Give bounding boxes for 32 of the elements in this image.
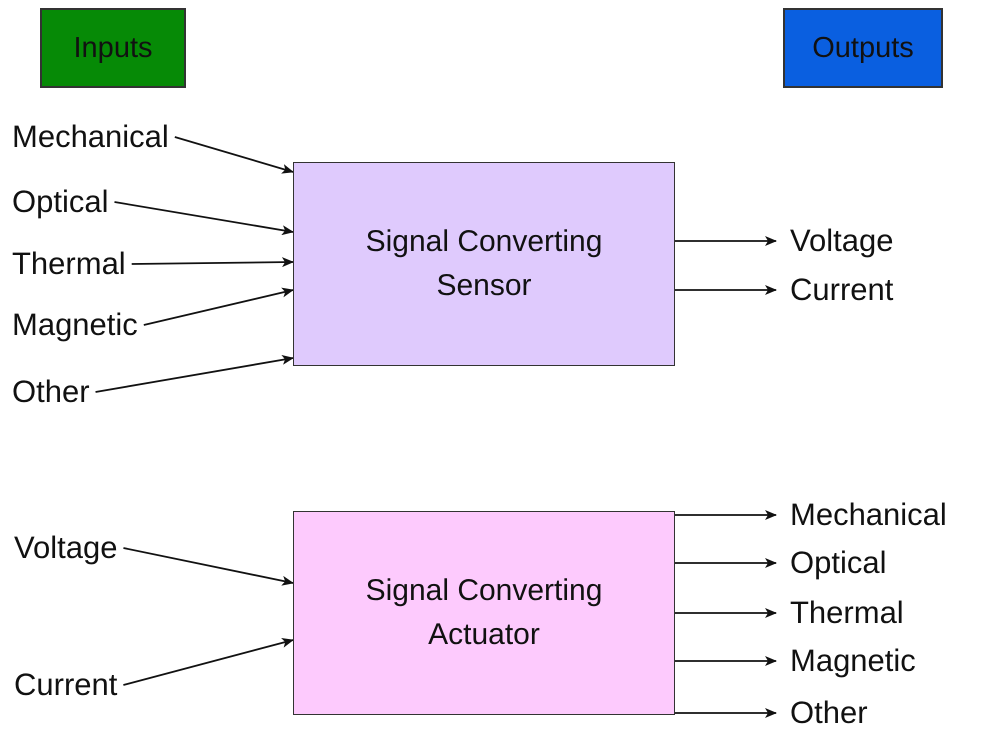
arrow bbox=[675, 708, 777, 718]
signal-label: Thermal bbox=[790, 595, 904, 631]
signal-label: Current bbox=[14, 667, 118, 703]
arrow bbox=[123, 638, 294, 686]
actuator-process-box: Signal Converting Actuator bbox=[293, 511, 675, 715]
signal-label: Magnetic bbox=[12, 307, 138, 343]
signal-label: Voltage bbox=[14, 530, 118, 566]
arrow bbox=[174, 136, 294, 174]
sensor-process-box: Signal Converting Sensor bbox=[293, 162, 675, 366]
signal-label: Mechanical bbox=[790, 497, 947, 533]
arrow bbox=[675, 285, 777, 295]
arrow bbox=[114, 201, 294, 236]
signal-label: Mechanical bbox=[12, 119, 169, 155]
arrow bbox=[123, 547, 294, 586]
arrow bbox=[95, 354, 294, 393]
arrow bbox=[675, 558, 777, 568]
signal-label: Other bbox=[12, 374, 90, 410]
arrow bbox=[675, 236, 777, 246]
signal-label: Optical bbox=[790, 545, 886, 581]
signal-label: Current bbox=[790, 272, 894, 308]
signal-label: Other bbox=[790, 695, 868, 731]
inputs-header-box: Inputs bbox=[40, 8, 186, 88]
outputs-header-box: Outputs bbox=[783, 8, 943, 88]
signal-label: Voltage bbox=[790, 223, 894, 259]
signal-label: Thermal bbox=[12, 246, 126, 282]
arrow bbox=[675, 510, 777, 520]
arrow bbox=[132, 257, 294, 268]
signal-label: Magnetic bbox=[790, 643, 916, 679]
signal-label: Optical bbox=[12, 184, 108, 220]
arrow bbox=[675, 608, 777, 618]
arrow bbox=[675, 656, 777, 666]
arrow bbox=[144, 288, 294, 326]
